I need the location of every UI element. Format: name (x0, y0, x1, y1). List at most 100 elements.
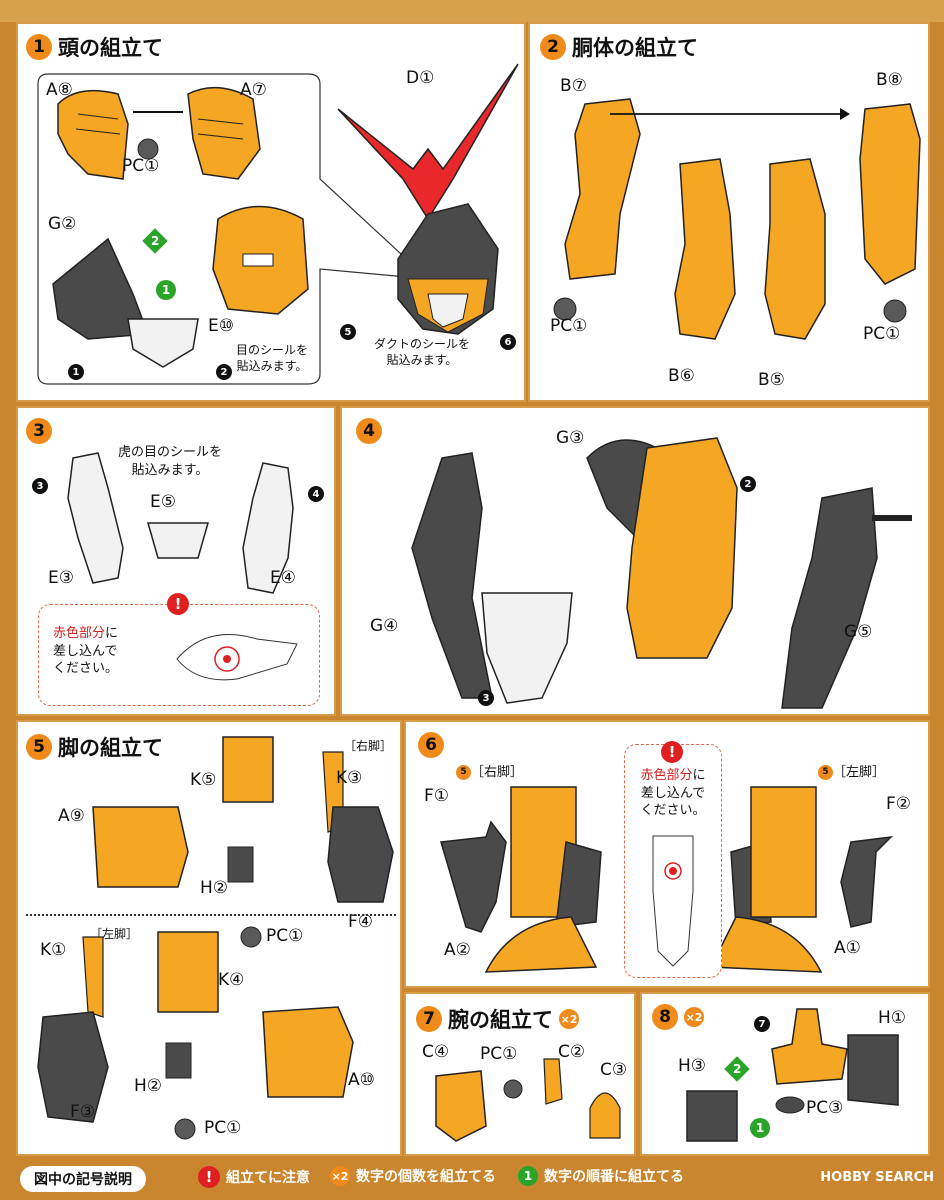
part-k4 (157, 931, 219, 1013)
label-a10: A⑩ (348, 1070, 375, 1090)
watermark: HOBBY SEARCH (820, 1170, 934, 1185)
label-pc1-left: PC① (550, 316, 588, 336)
label-k3: K③ (336, 768, 363, 788)
legend-order: 1 数字の順番に組立てる (518, 1166, 684, 1186)
pc-ball-a (240, 926, 262, 948)
label-h2-a: H② (200, 878, 229, 898)
label-c3: C③ (600, 1060, 628, 1080)
part-b5 (764, 158, 826, 340)
part-a2 (484, 916, 598, 973)
count-icon: ×2 (330, 1166, 350, 1186)
marker-7: 7 (754, 1016, 770, 1032)
arrow-b7-b8 (610, 108, 850, 120)
label-k4: K④ (218, 970, 245, 990)
step-7-panel: 7 腕の組立て ×2 C④ PC① C② C③ (404, 992, 636, 1156)
label-pc1: PC① (122, 156, 160, 176)
label-g5: G⑤ (844, 622, 873, 642)
legend-title: 図中の記号説明 (20, 1166, 146, 1192)
label-h2-b: H② (134, 1076, 163, 1096)
step-6-panel: 6 5［右脚］ 5［左脚］ F① F② A② A① ! 赤色部分に差し込んでくだ… (404, 720, 930, 988)
step-1-panel: 1 頭の組立て A⑧ A⑦ PC① G② E⑩ 2 1 目のシールを貼込みます。… (16, 22, 526, 402)
label-a1: A① (834, 938, 861, 958)
label-c2: C② (558, 1042, 586, 1062)
step-6-header: 6 (418, 732, 444, 758)
part-e3 (67, 452, 124, 584)
detail-illustration (652, 835, 694, 967)
label-k5: K⑤ (190, 770, 217, 790)
part-a10 (262, 1006, 354, 1098)
step-title: 頭の組立て (58, 36, 163, 60)
legend-bar: 図中の記号説明 ! 組立てに注意 ×2 数字の個数を組立てる 1 数字の順番に組… (0, 1158, 944, 1200)
count-badge: ×2 (684, 1007, 704, 1027)
marker-2: 2 (740, 476, 756, 492)
count-badge: ×2 (559, 1009, 579, 1029)
order-circle: 1 (156, 280, 176, 300)
part-b7 (564, 98, 641, 280)
part-a1 (709, 916, 823, 973)
arrow (133, 111, 183, 113)
left-leg-assembly (730, 786, 894, 928)
step-8-header: 8 ×2 (652, 1004, 704, 1030)
caution-icon: ! (198, 1166, 220, 1188)
pc-ball-left (553, 297, 577, 321)
label-h1: H① (878, 1008, 907, 1028)
part-e5 (147, 522, 209, 559)
label-b6: B⑥ (668, 366, 695, 386)
order-circle: 1 (750, 1118, 770, 1138)
step-number: 6 (418, 732, 444, 758)
marker-3: 3 (478, 690, 494, 706)
divider (26, 914, 396, 916)
label-k1: K① (40, 940, 67, 960)
step-number: 3 (26, 418, 52, 444)
part-e10 (127, 318, 199, 368)
part-h2-a (227, 846, 254, 883)
part-e4 (242, 462, 294, 594)
label-b5: B⑤ (758, 370, 785, 390)
caution-text: 赤色部分に差し込んでください。 (640, 768, 706, 819)
right-leg-assembly (440, 786, 602, 933)
detail-illustration (176, 634, 298, 681)
marker-6: 6 (500, 334, 516, 350)
label-f4: F④ (348, 912, 374, 932)
part-b8 (859, 103, 921, 285)
part-g5 (781, 487, 912, 709)
step-number: 7 (416, 1006, 442, 1032)
label-g3: G③ (556, 428, 585, 448)
step-7-header: 7 腕の組立て ×2 (416, 1004, 579, 1034)
part-e-assembly (481, 592, 573, 704)
part-k1 (82, 936, 104, 1018)
label-b8: B⑧ (876, 70, 903, 90)
step-5-header: 5 脚の組立て (26, 732, 163, 762)
label-b7: B⑦ (560, 76, 587, 96)
step-3-panel: 3 虎の目のシールを貼込みます。 E⑤ E③ E④ 3 4 ! 赤色部分に差し込… (16, 406, 336, 716)
pc-part (775, 1096, 805, 1114)
step-4-panel: 4 G③ G④ G⑤ 2 3 (340, 406, 930, 716)
tiger-eye-note: 虎の目のシールを貼込みます。 (118, 445, 223, 478)
label-e3: E③ (48, 568, 74, 588)
label-e5: E⑤ (150, 492, 176, 512)
order-icon: 1 (518, 1166, 538, 1186)
step-2-header: 2 胴体の組立て (540, 32, 698, 62)
step-3-header: 3 (26, 418, 52, 444)
right-leg-ref: 5［右脚］ (456, 764, 523, 782)
step-1-header: 1 頭の組立て (26, 32, 163, 62)
marker-2: 2 (216, 364, 232, 380)
step-number: 1 (26, 34, 52, 60)
caution-box: ! 赤色部分に差し込んでください。 (38, 593, 320, 706)
part-c3 (589, 1092, 621, 1139)
step-number: 8 (652, 1004, 678, 1030)
label-f1: F① (424, 786, 450, 806)
right-leg-label: ［右脚］ (344, 739, 393, 753)
marker-1: 1 (68, 364, 84, 380)
label-pc3: PC③ (806, 1098, 844, 1118)
label-f3: F③ (70, 1102, 96, 1122)
label-g2: G② (48, 214, 77, 234)
marker-5: 5 (340, 324, 356, 340)
step-number: 5 (26, 734, 52, 760)
marker-4: 4 (308, 486, 324, 502)
label-a2: A② (444, 940, 471, 960)
pc-ball (503, 1079, 523, 1099)
pc-ball-right (883, 299, 907, 323)
label-pc1-b: PC① (204, 1118, 242, 1138)
step-title: 胴体の組立て (572, 36, 698, 60)
